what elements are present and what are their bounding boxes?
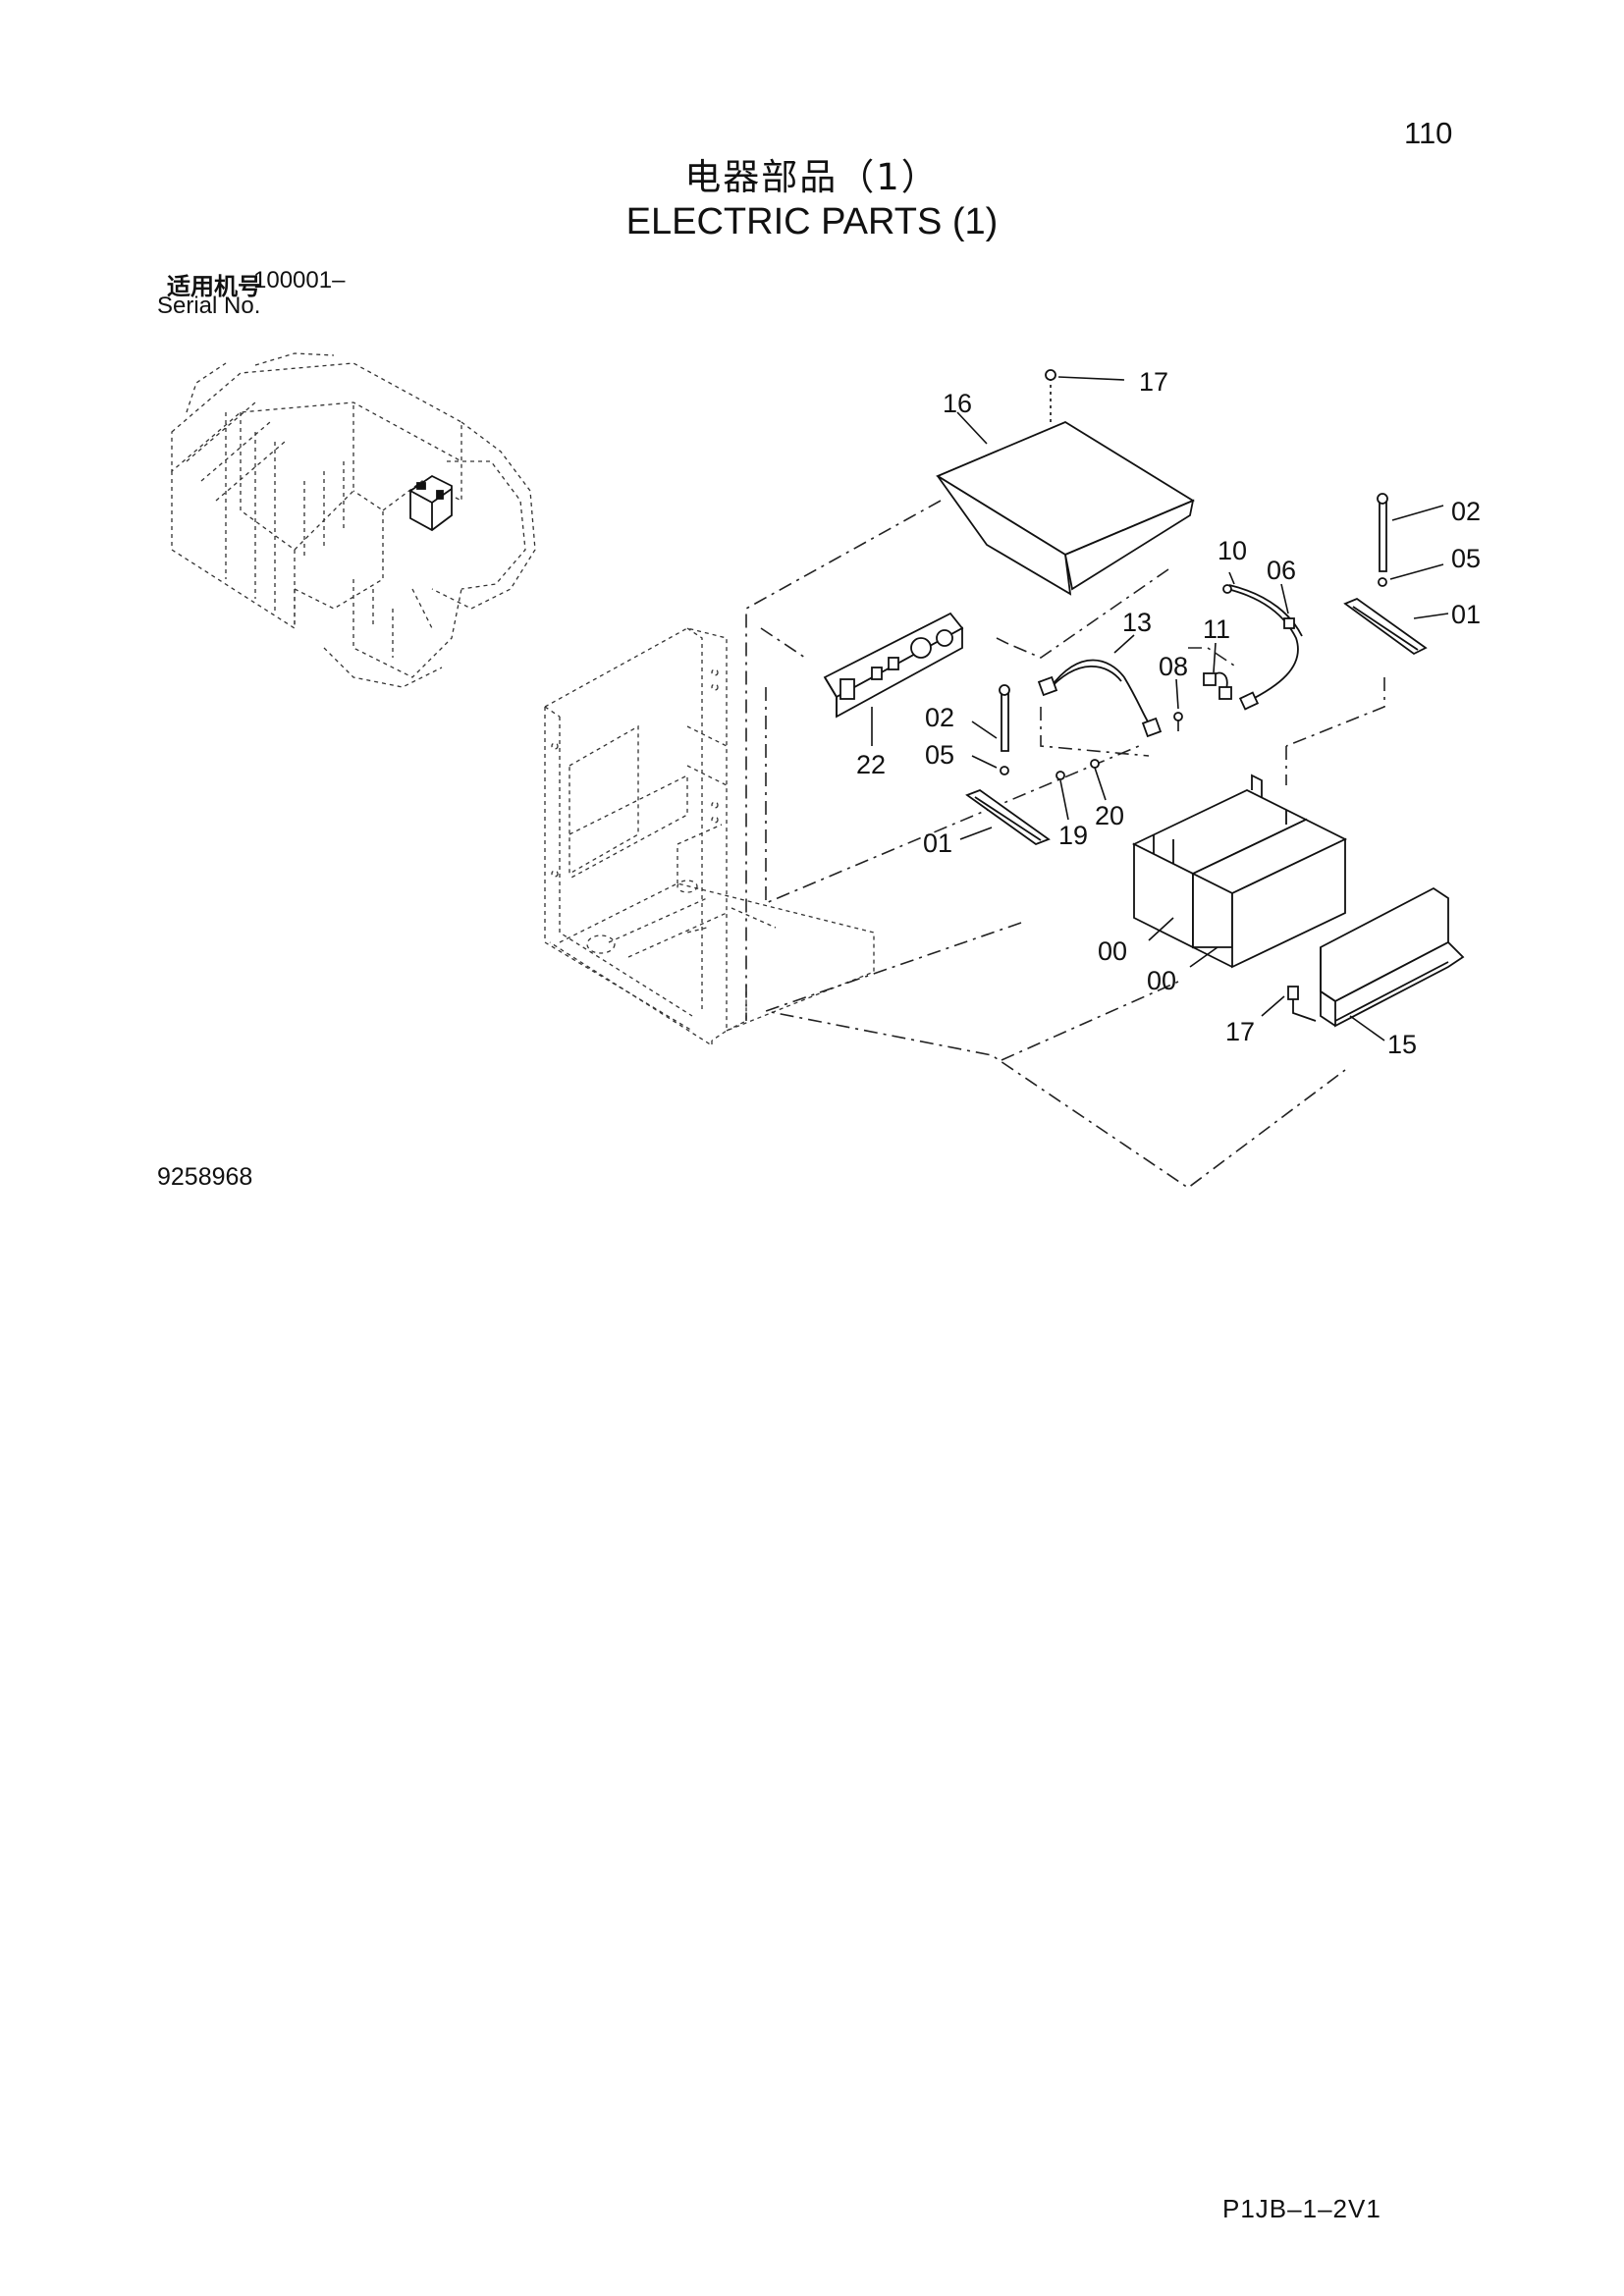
callout-05-left: 05 — [925, 740, 954, 770]
part-13-cable — [1037, 659, 1163, 738]
part-08-terminal — [1173, 712, 1183, 731]
callout-01-left: 01 — [923, 828, 952, 858]
part-01-clamp-left — [965, 788, 1051, 846]
callout-02-left: 02 — [925, 703, 954, 732]
part-15-bracket — [1320, 886, 1465, 1028]
callout-05-right: 05 — [1451, 544, 1481, 573]
serial-range: 100001– — [253, 267, 346, 294]
callout-00-left: 00 — [1098, 936, 1127, 966]
title-chinese: 电器部品（1） — [684, 156, 940, 198]
callout-17-top: 17 — [1139, 367, 1168, 397]
assembly-lines — [745, 500, 1385, 1189]
serial-label-english: Serial No. — [157, 293, 261, 319]
part-01-clamp-right — [1343, 597, 1428, 656]
part-11-cable — [1203, 671, 1232, 700]
part-02-rod-right — [1377, 493, 1388, 572]
part-16-top-cover — [936, 378, 1195, 596]
page-number: 110 — [1404, 116, 1453, 150]
callout-15: 15 — [1387, 1030, 1417, 1059]
callout-08: 08 — [1159, 652, 1188, 681]
callout-01-right: 01 — [1451, 600, 1481, 629]
callout-06: 06 — [1267, 556, 1296, 585]
callout-10: 10 — [1218, 536, 1247, 565]
callout-11: 11 — [1203, 614, 1230, 644]
callout-13: 13 — [1122, 608, 1152, 637]
part-20-nut — [1090, 759, 1100, 769]
callout-17-bottom: 17 — [1225, 1017, 1255, 1046]
part-22-switch-panel — [823, 612, 964, 719]
title-english: ELECTRIC PARTS (1) — [625, 201, 999, 242]
part-05-washer-right — [1378, 577, 1387, 587]
leader-lines — [871, 376, 1449, 1041]
callout-22: 22 — [856, 750, 886, 779]
part-19-bolt — [1056, 771, 1065, 780]
callout-labels: 17 16 02 05 01 10 06 13 11 08 02 05 22 1… — [856, 367, 1481, 1059]
battery-frame-structure — [544, 627, 875, 1047]
part-02-rod-left — [999, 684, 1010, 752]
document-code: P1JB–1–2V1 — [1222, 2194, 1381, 2223]
part-10-cable — [1222, 584, 1303, 711]
callout-19: 19 — [1058, 821, 1088, 850]
part-17-bolt-top — [1045, 369, 1056, 381]
callout-02-right: 02 — [1451, 497, 1481, 526]
machine-overview-illustration — [171, 352, 536, 688]
callout-16: 16 — [943, 389, 972, 418]
part-17-bolt-bottom — [1287, 986, 1317, 1022]
drawing-number: 9258968 — [157, 1163, 253, 1191]
callout-00-right: 00 — [1147, 966, 1176, 995]
part-00-battery-right — [1190, 774, 1348, 969]
callout-20: 20 — [1095, 801, 1124, 830]
part-05-washer-left — [1000, 766, 1009, 775]
serial-label-chinese: 适用机号 — [167, 273, 261, 300]
